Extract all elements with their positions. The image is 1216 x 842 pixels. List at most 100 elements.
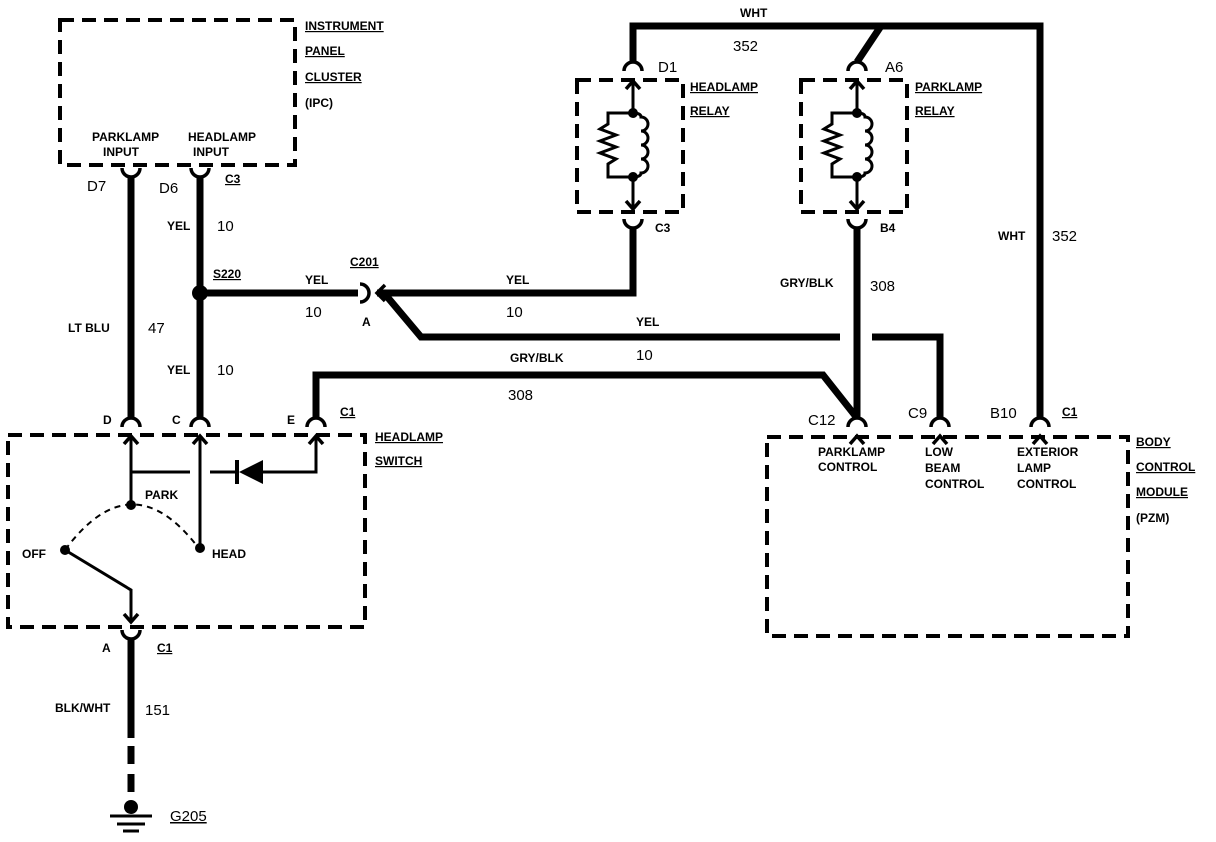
c201-pin-label: A xyxy=(362,315,371,329)
parklamp-relay: A6 B4 PARKLAMP RELAY xyxy=(799,59,982,235)
relay-coil xyxy=(856,111,874,179)
ipc-title-line: INSTRUMENT xyxy=(305,19,384,33)
bcm-pin-b10 xyxy=(1031,433,1049,446)
wire-color-label: WHT xyxy=(740,6,768,20)
bcm-outline xyxy=(765,435,1130,638)
switch-position-park: PARK xyxy=(145,488,178,502)
bcm-parklamp-control-label: CONTROL xyxy=(818,460,877,474)
wire-circuit-label: 308 xyxy=(870,278,895,295)
wire-color-label: YEL xyxy=(167,363,190,377)
ground-dot xyxy=(124,800,138,814)
ipc-pin-label: D6 xyxy=(159,180,178,197)
c201-male-terminal xyxy=(374,283,387,303)
relay-junction-dot xyxy=(628,108,638,118)
splice-s220-dot xyxy=(192,285,208,301)
switch-terminal-c xyxy=(189,416,211,428)
bcm-title-line: MODULE xyxy=(1136,485,1188,499)
bcm-title-abbrev: (PZM) xyxy=(1136,511,1169,525)
wire-color-label: YEL xyxy=(636,315,659,329)
switch-diode-e-lead xyxy=(263,436,318,474)
relay-output-pin xyxy=(624,199,642,212)
switch-head-contact xyxy=(195,543,205,553)
relay-pin-label: C3 xyxy=(655,221,671,235)
ipc-title-line: PANEL xyxy=(305,44,345,58)
parklamp-relay-outline xyxy=(799,78,909,214)
wire-color-label: YEL xyxy=(506,273,529,287)
parklamp-relay-title: PARKLAMP xyxy=(915,80,982,94)
wire-yel-10-c201-headlamp-relay xyxy=(377,228,637,297)
wire-labels: WHT 352 WHT 352 YEL 10 S220 LT BLU 47 YE… xyxy=(55,6,1077,719)
wire-wht-352-top xyxy=(629,22,1044,418)
ground-label: G205 xyxy=(170,808,207,825)
bcm-pin-c12 xyxy=(848,433,866,446)
headlamp-relay: D1 C3 HEADLAMP RELAY xyxy=(575,59,758,235)
splice-label: S220 xyxy=(213,267,241,281)
wire-gry-blk-308-switch-bcm xyxy=(312,371,860,421)
wire-circuit-label: 352 xyxy=(733,38,758,55)
inline-connector-c201: C201 A xyxy=(350,255,387,329)
body-control-module: C12 C9 B10 C1 PARKLAMP CONTROL LOW BEAM … xyxy=(765,405,1195,638)
relay-output-terminal xyxy=(846,218,868,230)
ipc-title-abbrev: (IPC) xyxy=(305,96,333,110)
headlamp-switch-title: HEADLAMP xyxy=(375,430,443,444)
relay-pin-label: D1 xyxy=(658,59,677,76)
c201-label: C201 xyxy=(350,255,379,269)
switch-terminal-e xyxy=(305,416,327,428)
switch-connector-label: C1 xyxy=(340,405,356,419)
relay-input-terminal xyxy=(622,60,644,72)
relay-coil xyxy=(632,111,650,179)
wire-circuit-label: 10 xyxy=(217,362,234,379)
bcm-pin-label: C9 xyxy=(908,405,927,422)
relay-resistor xyxy=(595,111,633,179)
headlamp-switch: D C E C1 HEADLAMP SWITCH PARK OFF HEAD A… xyxy=(6,405,443,655)
wire-circuit-label: 352 xyxy=(1052,228,1077,245)
wire-circuit-label: 10 xyxy=(305,304,322,321)
switch-pin-label: A xyxy=(102,641,111,655)
bcm-parklamp-control-label: PARKLAMP xyxy=(818,445,885,459)
bcm-terminal-b10 xyxy=(1029,416,1051,428)
ipc-parklamp-input-label: INPUT xyxy=(103,145,140,159)
headlamp-relay-title: HEADLAMP xyxy=(690,80,758,94)
bcm-exterior-lamp-control-label: CONTROL xyxy=(1017,477,1076,491)
bcm-pin-c9 xyxy=(931,433,949,446)
ipc-parklamp-input-label: PARKLAMP xyxy=(92,130,159,144)
switch-terminal-d xyxy=(120,416,142,428)
ipc-pin-label: D7 xyxy=(87,178,106,195)
wire-color-label: LT BLU xyxy=(68,321,110,335)
relay-pin-label: B4 xyxy=(880,221,896,235)
wire-color-label: GRY/BLK xyxy=(780,276,834,290)
switch-pin-label: E xyxy=(287,413,295,427)
diode-icon xyxy=(239,460,263,484)
wire-color-label: GRY/BLK xyxy=(510,351,564,365)
wire-yel-10-bcm-c9 xyxy=(872,333,944,418)
bcm-terminal-c12 xyxy=(846,416,868,428)
relay-junction-dot xyxy=(852,108,862,118)
relay-output-terminal xyxy=(622,218,644,230)
instrument-panel-cluster: INSTRUMENT PANEL CLUSTER (IPC) PARKLAMP … xyxy=(58,18,384,197)
ipc-outline xyxy=(58,18,297,167)
headlamp-switch-title: SWITCH xyxy=(375,454,422,468)
ipc-terminal-d7 xyxy=(120,167,142,179)
ipc-headlamp-input-label: INPUT xyxy=(193,145,230,159)
wire-color-label: BLK/WHT xyxy=(55,701,111,715)
wire-yel-10-c201-bcm xyxy=(381,290,840,341)
wire-color-label: YEL xyxy=(167,219,190,233)
wire-color-label: YEL xyxy=(305,273,328,287)
c201-female-terminal xyxy=(359,282,371,304)
bcm-title-line: CONTROL xyxy=(1136,460,1195,474)
headlamp-relay-title: RELAY xyxy=(690,104,730,118)
ipc-connector-label: C3 xyxy=(225,172,241,186)
ipc-headlamp-input-label: HEADLAMP xyxy=(188,130,256,144)
headlamp-relay-outline xyxy=(575,78,685,214)
parklamp-relay-title: RELAY xyxy=(915,104,955,118)
bcm-title-line: BODY xyxy=(1136,435,1171,449)
bcm-low-beam-control-label: LOW xyxy=(925,445,954,459)
wire-circuit-label: 10 xyxy=(636,347,653,364)
wire-color-label: WHT xyxy=(998,229,1026,243)
wires xyxy=(127,22,1044,800)
wire-circuit-label: 308 xyxy=(508,387,533,404)
bcm-connector-label: C1 xyxy=(1062,405,1078,419)
switch-travel-arc xyxy=(64,503,198,551)
switch-pin-label: C xyxy=(172,413,181,427)
